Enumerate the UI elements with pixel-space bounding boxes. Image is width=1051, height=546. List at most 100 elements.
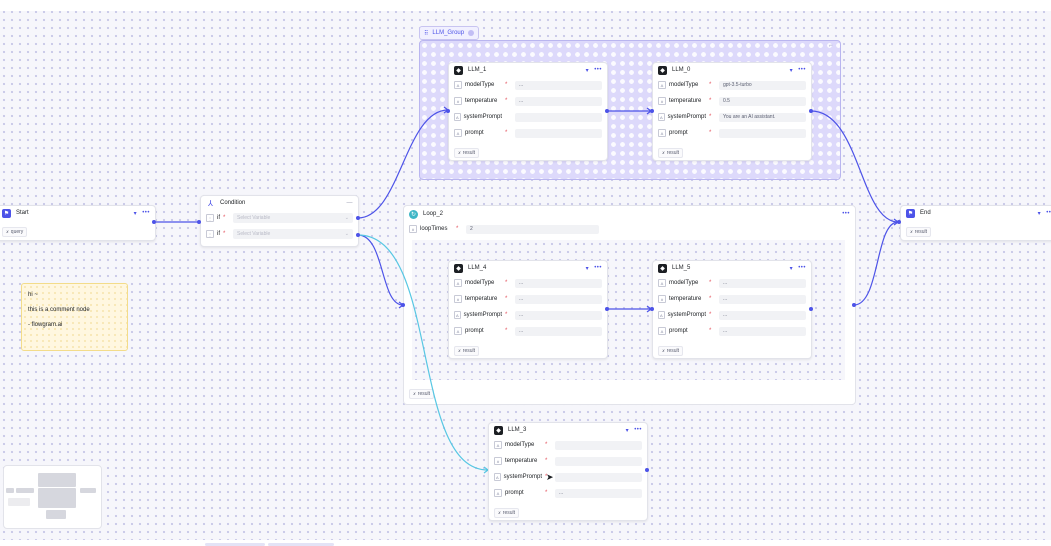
string-type-icon: A xyxy=(658,113,665,121)
end-input-port[interactable] xyxy=(897,220,901,224)
toolbar-pill[interactable] xyxy=(205,543,265,546)
string-type-icon: A xyxy=(454,311,461,319)
toolbar-pill[interactable] xyxy=(268,543,334,546)
minimap-node xyxy=(38,473,76,487)
system-prompt-input[interactable]: ... xyxy=(719,310,806,320)
node-title: LLM_3 xyxy=(508,427,527,433)
more-dots-icon[interactable]: ••• xyxy=(798,67,806,73)
more-dots-icon[interactable]: ••• xyxy=(594,67,602,73)
loop-output-port[interactable] xyxy=(852,303,856,307)
llm0-input-port[interactable] xyxy=(650,109,654,113)
temperature-input[interactable]: 0.5 xyxy=(719,96,806,106)
more-dots-icon[interactable]: ••• xyxy=(798,265,806,271)
number-type-icon: # xyxy=(409,225,417,233)
group-color-dot[interactable] xyxy=(468,30,475,36)
drag-icon[interactable]: ⋮ xyxy=(206,230,214,238)
system-prompt-input[interactable]: ... xyxy=(515,310,602,320)
number-type-icon: # xyxy=(658,97,666,105)
minimap-node xyxy=(16,488,34,493)
condition-variable-select[interactable]: Select Variable⌄ xyxy=(233,229,353,239)
system-prompt-input[interactable] xyxy=(555,472,642,482)
model-type-input[interactable] xyxy=(555,440,642,450)
llm1-input-port[interactable] xyxy=(446,109,450,113)
llm3-output-port[interactable] xyxy=(645,468,649,472)
llm5-output-port[interactable] xyxy=(809,307,813,311)
temperature-input[interactable]: ... xyxy=(515,96,602,106)
temperature-input[interactable]: ... xyxy=(719,294,806,304)
chevron-down-icon[interactable]: ▾ xyxy=(585,265,590,272)
output-type-icon: 𝑥 xyxy=(662,348,665,354)
more-dots-icon[interactable]: ••• xyxy=(1046,210,1051,216)
node-title: LLM_4 xyxy=(468,265,487,271)
more-dots-icon[interactable]: ••• xyxy=(594,265,602,271)
start-output-port[interactable] xyxy=(152,220,156,224)
chevron-down-icon[interactable]: ▾ xyxy=(133,210,138,217)
number-type-icon: # xyxy=(494,457,502,465)
chevron-down-icon: ⌄ xyxy=(344,215,349,221)
condition-output-port-else[interactable] xyxy=(356,233,360,237)
prompt-input[interactable]: ... xyxy=(515,326,602,336)
drag-handle-icon[interactable]: ⠿ xyxy=(424,30,429,37)
minimap-node xyxy=(38,488,76,508)
model-type-input[interactable]: gpt-3.5-turbo xyxy=(719,80,806,90)
model-type-input[interactable]: ... xyxy=(515,278,602,288)
temperature-input[interactable]: ... xyxy=(515,294,602,304)
chevron-down-icon[interactable]: ▾ xyxy=(789,265,794,272)
model-type-input[interactable]: ... xyxy=(719,278,806,288)
llm5-input-port[interactable] xyxy=(650,307,654,311)
system-prompt-input[interactable]: You are an AI assistant. xyxy=(719,112,806,122)
prompt-input[interactable]: ... xyxy=(719,326,806,336)
condition-node[interactable]: ⅄ Condition — ⋮ if * Select Variable⌄ ⋮ … xyxy=(200,195,359,247)
llm-group-label[interactable]: ⠿ LLM_Group xyxy=(419,26,480,40)
llm1-output-port[interactable] xyxy=(605,109,609,113)
more-dots-icon[interactable]: ••• xyxy=(634,427,642,433)
chevron-down-icon[interactable]: ▾ xyxy=(1037,210,1042,217)
loop-input-port[interactable] xyxy=(401,303,405,307)
group-ungroup-icon[interactable]: ⌐ xyxy=(829,43,833,49)
temperature-input[interactable] xyxy=(555,456,642,466)
more-dots-icon[interactable]: ••• xyxy=(842,211,850,217)
node-title: LLM_1 xyxy=(468,67,487,73)
condition-variable-select[interactable]: Select Variable⌄ xyxy=(233,213,353,223)
comment-node[interactable]: hi ~ this is a comment node - flowgram.a… xyxy=(21,283,128,351)
system-prompt-input[interactable] xyxy=(515,112,602,122)
collapse-icon[interactable]: — xyxy=(346,200,353,206)
llm-node-icon: ◆ xyxy=(454,263,463,273)
prompt-input[interactable] xyxy=(515,128,602,138)
chevron-down-icon[interactable]: ▾ xyxy=(789,67,794,74)
required-mark: * xyxy=(709,98,712,104)
model-type-input[interactable]: ... xyxy=(515,80,602,90)
string-type-icon: A xyxy=(658,129,666,137)
required-mark: * xyxy=(545,442,548,448)
prompt-input[interactable]: ... xyxy=(555,488,642,498)
number-type-icon: # xyxy=(658,295,666,303)
required-mark: * xyxy=(545,490,548,496)
chevron-down-icon[interactable]: ▾ xyxy=(585,67,590,74)
string-type-icon: A xyxy=(658,327,666,335)
required-mark: * xyxy=(505,328,508,334)
comment-line: this is a comment node xyxy=(28,307,90,313)
condition-output-port-if[interactable] xyxy=(356,216,360,220)
chevron-down-icon[interactable]: ▾ xyxy=(625,427,630,434)
loop-times-input[interactable]: 2 xyxy=(466,224,599,234)
llm0-output-port[interactable] xyxy=(809,109,813,113)
minimap-node xyxy=(8,498,30,506)
output-type-icon: 𝑥 xyxy=(458,348,461,354)
condition-input-port[interactable] xyxy=(197,220,201,224)
more-dots-icon[interactable]: ••• xyxy=(142,210,150,216)
llm4-output-port[interactable] xyxy=(605,307,609,311)
required-mark: * xyxy=(223,215,226,221)
drag-icon[interactable]: ⋮ xyxy=(206,214,214,222)
prompt-input[interactable] xyxy=(719,128,806,138)
minimap[interactable] xyxy=(3,465,102,529)
